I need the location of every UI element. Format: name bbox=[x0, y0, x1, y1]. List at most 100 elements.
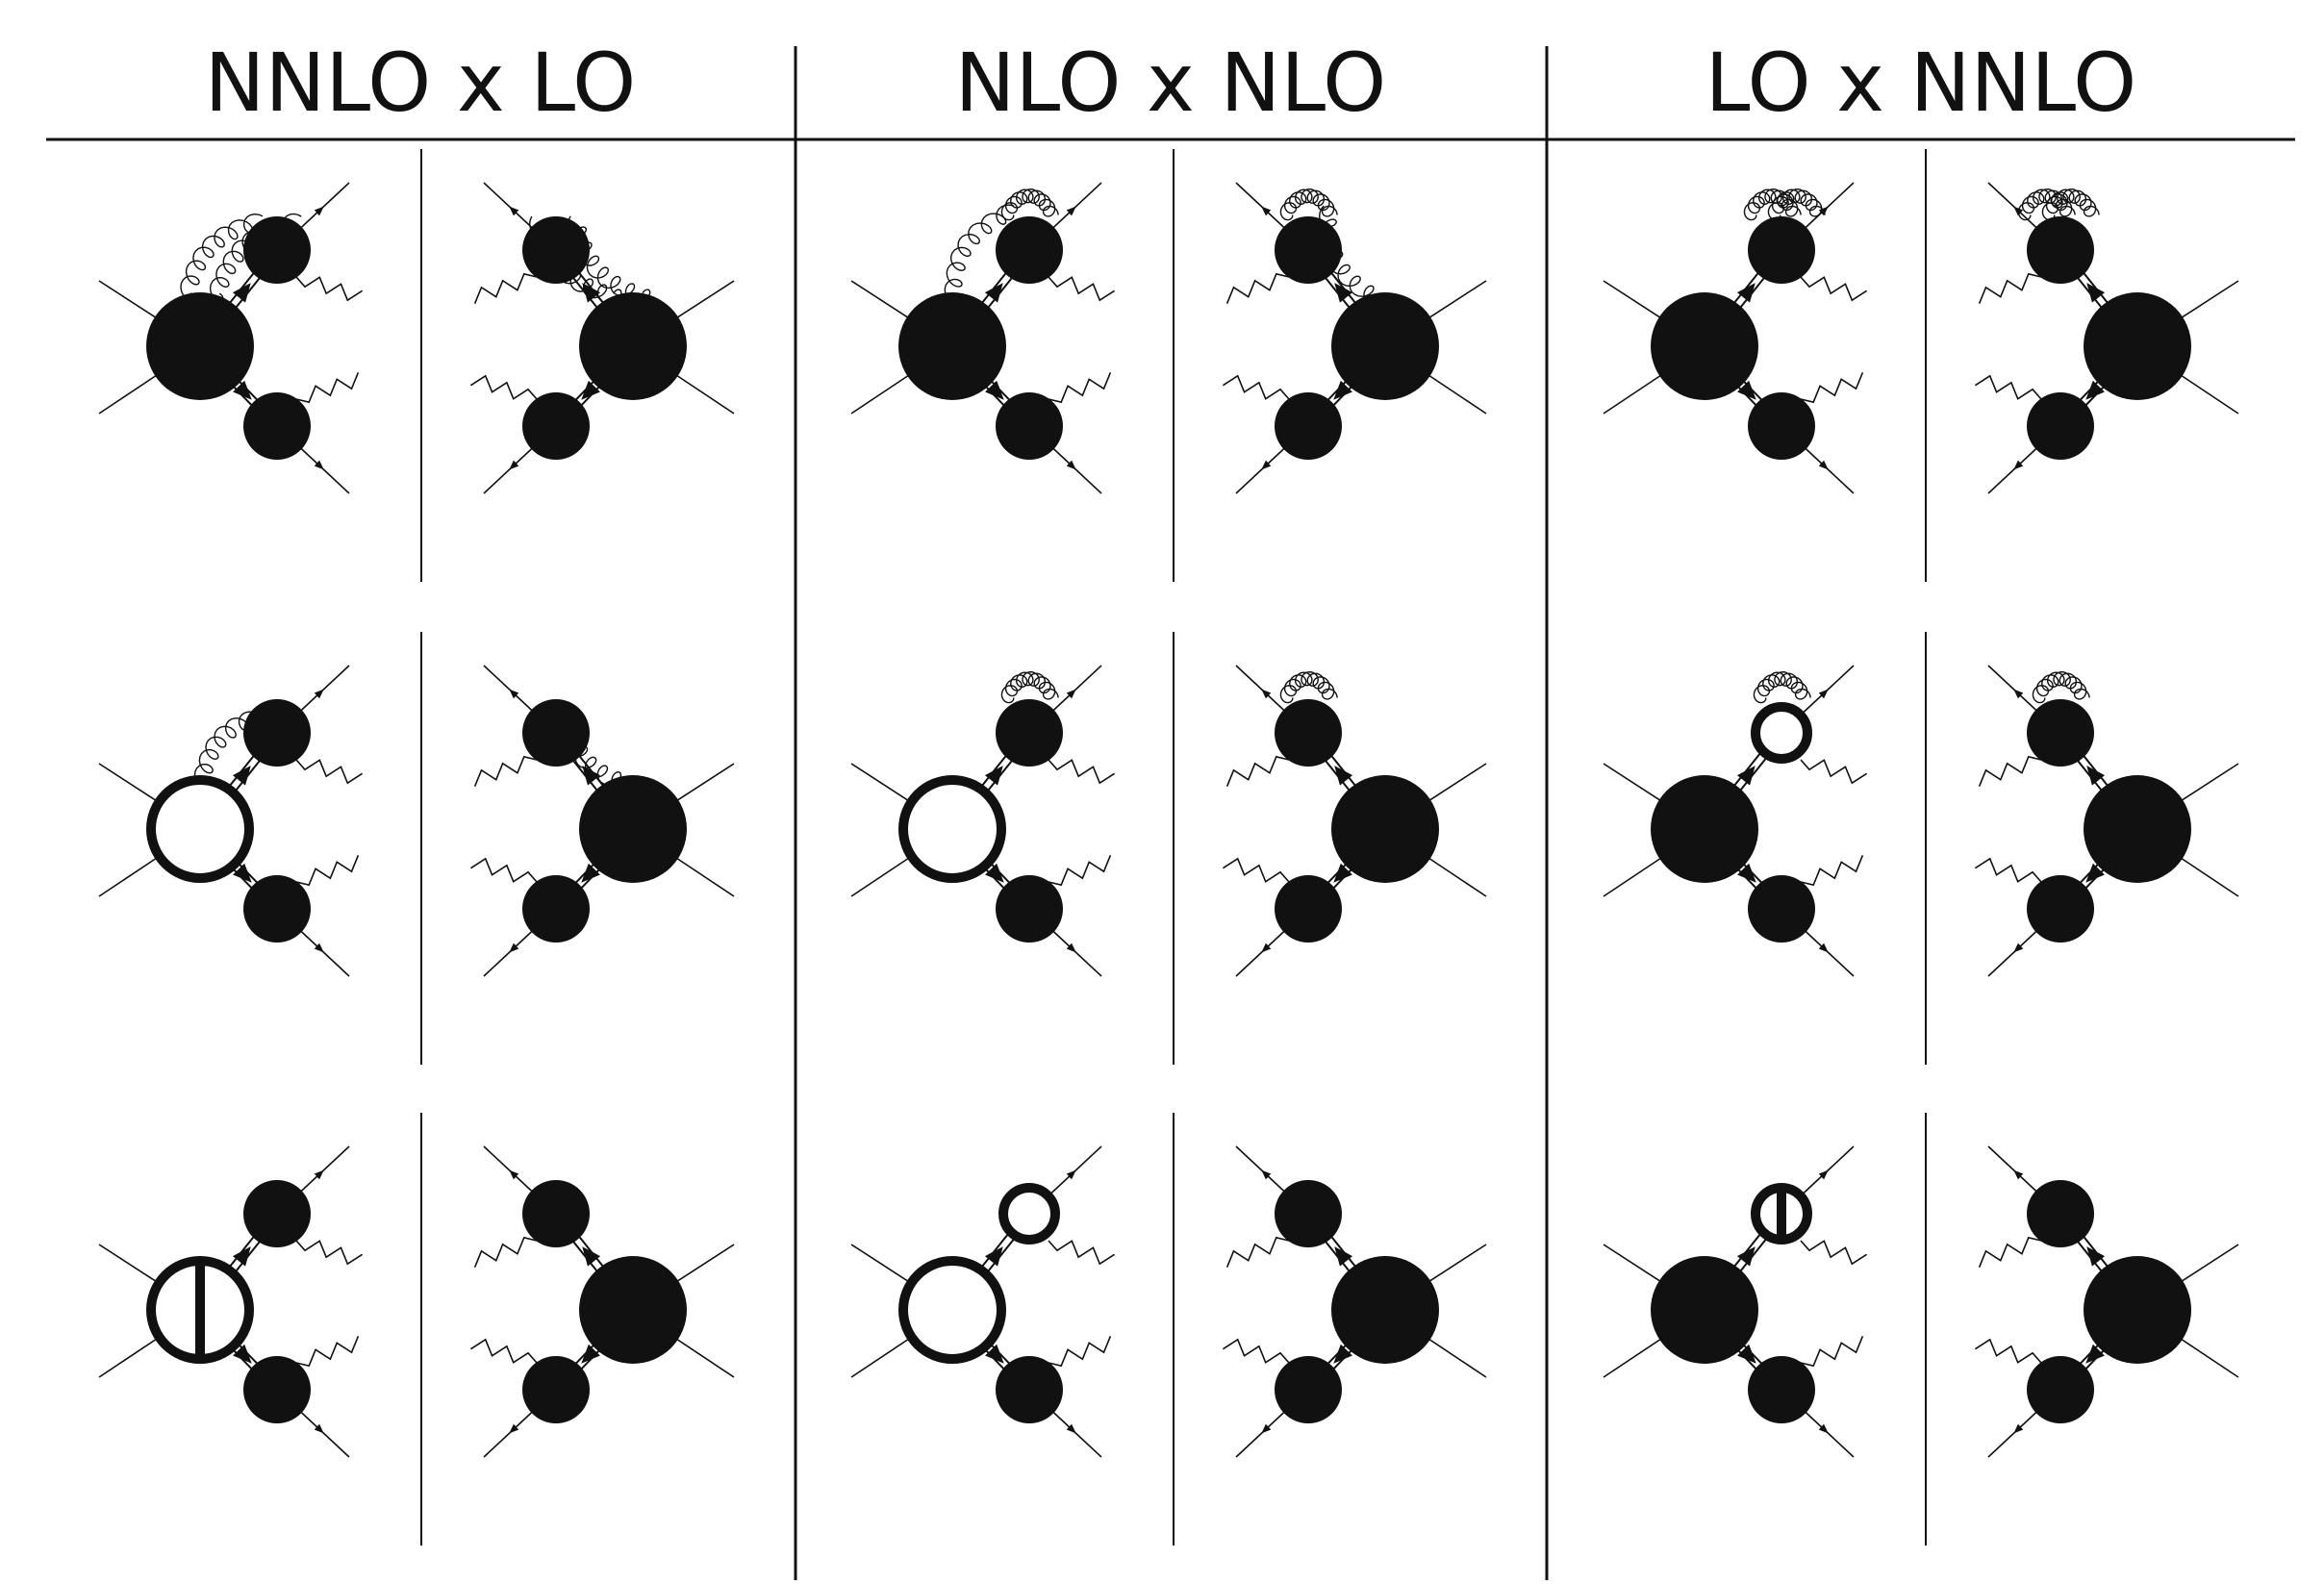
diagram-c1-r0-left-top-blob bbox=[996, 216, 1063, 284]
diagram-c2-r2-left-boson-bottom-arrow bbox=[1737, 1344, 1756, 1364]
diagram-c2-r1-right bbox=[1974, 665, 2239, 977]
diagram-grid bbox=[98, 149, 2239, 1546]
diagram-c1-r1-left-boson-bottom-arrow bbox=[985, 863, 1004, 883]
diagram-c1-r2-right-bottom-blob bbox=[1275, 1356, 1342, 1423]
diagram-c2-r1-left-gluon-loop bbox=[1753, 670, 1811, 704]
diagram-c2-r1-left-bottom-blob bbox=[1748, 875, 1815, 943]
diagram-c1-r0-left-gluon-loop bbox=[1000, 188, 1059, 221]
diagram-c2-r0-right-photon-top bbox=[1978, 272, 2042, 304]
diagram-c2-r1-right-main-blob bbox=[2084, 775, 2191, 883]
diagram-c0-r2-right-photon-bottom bbox=[469, 1338, 538, 1364]
diagram-c1-r2-right-boson-top-arrow bbox=[1334, 1246, 1353, 1267]
diagram-c0-r1-left-photon-bottom bbox=[295, 855, 360, 887]
diagram-c2-r0-left-bottom-blob bbox=[1748, 392, 1815, 460]
diagram-c1-r0-left-boson-top-arrow bbox=[984, 283, 1003, 303]
diagram-c2-r1-left-main-blob bbox=[1651, 775, 1758, 883]
diagram-c2-r1-left-top-blob bbox=[1751, 702, 1812, 764]
diagram-c0-r1-left-gluon-1 bbox=[193, 705, 273, 790]
diagram-c0-r1-right-boson-top-arrow bbox=[582, 766, 601, 786]
diagram-c0-r0-left-gluon-1 bbox=[180, 213, 264, 302]
diagram-c1-r1-right-top-blob bbox=[1275, 699, 1342, 767]
diagram-c0-r0-left-bottom-blob bbox=[243, 392, 311, 460]
diagram-c2-r1-left-boson-bottom-arrow bbox=[1737, 863, 1756, 883]
diagram-c2-r0-right-bottom-blob bbox=[2027, 392, 2094, 460]
diagram-c2-r1-right-boson-top-arrow bbox=[2086, 766, 2106, 786]
diagram-c0-r1-left-boson-bottom-arrow bbox=[233, 863, 252, 883]
diagram-c0-r0-right-bottom-blob bbox=[522, 392, 590, 460]
diagram-c2-r2-left-bottom-blob bbox=[1748, 1356, 1815, 1423]
diagram-c1-r2-left-main-blob bbox=[898, 1256, 1006, 1364]
diagram-c0-r2-right-top-blob bbox=[522, 1180, 590, 1247]
diagram-c0-r1-left bbox=[98, 665, 364, 977]
diagram-c1-r2-left-boson-bottom-arrow bbox=[985, 1344, 1004, 1364]
diagram-c0-r2-right-bottom-blob bbox=[522, 1356, 590, 1423]
diagram-c0-r0-right bbox=[469, 182, 735, 494]
column-header-nlo-x-nlo: NLO x NLO bbox=[955, 36, 1387, 130]
diagram-c1-r0-left bbox=[850, 182, 1116, 494]
diagram-c0-r0-left bbox=[98, 182, 364, 494]
diagram-c1-r0-right-boson-top-arrow bbox=[1334, 283, 1353, 303]
diagram-c2-r0-left-boson-bottom-arrow bbox=[1737, 380, 1756, 400]
diagram-c2-r2-left-boson-top-arrow bbox=[1736, 1246, 1756, 1267]
diagram-c1-r1-right-photon-bottom bbox=[1222, 857, 1290, 883]
diagram-c0-r1-right-boson-bottom-arrow bbox=[581, 863, 600, 883]
diagram-c0-r0-right-boson-bottom-arrow bbox=[581, 380, 600, 400]
diagram-c2-r2-right-boson-top-arrow bbox=[2086, 1246, 2106, 1267]
diagram-c2-r2-left bbox=[1603, 1145, 1868, 1458]
diagram-c0-r0-right-photon-top bbox=[473, 272, 538, 304]
diagram-c0-r0-right-boson-top-arrow bbox=[582, 283, 601, 303]
diagram-c2-r0-right-gluon-loop-2 bbox=[2017, 188, 2076, 221]
diagram-c0-r2-left-boson-bottom-arrow bbox=[233, 1344, 252, 1364]
diagram-c0-r0-left-top-blob bbox=[243, 216, 311, 284]
diagram-c2-r1-left-photon-bottom bbox=[1800, 855, 1864, 887]
diagram-c2-r1-left-boson-top-arrow bbox=[1736, 766, 1756, 786]
diagram-c1-r2-right bbox=[1222, 1145, 1487, 1458]
diagram-c1-r2-left-photon-bottom bbox=[1048, 1336, 1112, 1368]
diagram-c1-r0-left-main-blob bbox=[898, 292, 1006, 400]
diagram-c1-r2-left-boson-top-arrow bbox=[984, 1246, 1003, 1267]
diagram-c0-r2-right-photon-top bbox=[473, 1236, 538, 1268]
diagram-c0-r2-left-photon-bottom bbox=[295, 1336, 360, 1368]
diagram-c0-r1-right-photon-top bbox=[473, 755, 538, 787]
diagram-c1-r0-right-photon-bottom bbox=[1222, 374, 1290, 400]
diagram-c2-r2-left-photon-bottom bbox=[1800, 1336, 1864, 1368]
diagram-c1-r0-right-boson-bottom-arrow bbox=[1333, 380, 1352, 400]
diagram-c0-r1-left-boson-top-arrow bbox=[232, 766, 251, 786]
diagram-c2-r2-right-main-blob bbox=[2084, 1256, 2191, 1364]
diagram-c2-r0-right-boson-top-arrow bbox=[2086, 283, 2106, 303]
diagram-c0-r0-left-boson-top-arrow bbox=[232, 283, 251, 303]
diagram-c1-r1-left bbox=[850, 665, 1116, 977]
diagram-c0-r1-left-top-blob bbox=[243, 699, 311, 767]
diagram-c1-r0-right bbox=[1222, 182, 1487, 494]
diagram-c0-r0-left-boson-bottom-arrow bbox=[233, 380, 252, 400]
diagram-c0-r1-left-main-blob bbox=[146, 775, 254, 883]
diagram-c1-r2-right-top-blob bbox=[1275, 1180, 1342, 1247]
diagram-c1-r1-left-top-blob bbox=[996, 699, 1063, 767]
diagram-c1-r1-right bbox=[1222, 665, 1487, 977]
diagram-c0-r0-left-photon-top bbox=[295, 276, 364, 302]
diagram-c1-r0-right-top-blob bbox=[1275, 216, 1342, 284]
diagram-c2-r0-left-boson-top-arrow bbox=[1736, 283, 1756, 303]
diagram-c0-r1-right-main-blob bbox=[579, 775, 687, 883]
diagram-c0-r2-right-boson-bottom-arrow bbox=[581, 1344, 600, 1364]
diagram-c2-r2-right-bottom-blob bbox=[2027, 1356, 2094, 1423]
diagram-c1-r0-right-photon-top bbox=[1225, 272, 1290, 304]
diagram-c1-r0-right-gluon-loop bbox=[1279, 188, 1338, 221]
diagram-c2-r2-right-photon-bottom bbox=[1974, 1338, 2042, 1364]
diagram-c1-r1-left-gluon-loop bbox=[1000, 670, 1059, 704]
diagram-c0-r1-right-photon-bottom bbox=[469, 857, 538, 883]
diagram-c2-r0-left-top-blob bbox=[1748, 216, 1815, 284]
diagram-c2-r0-right-main-blob bbox=[2084, 292, 2191, 400]
diagram-c2-r0-left-main-blob bbox=[1651, 292, 1758, 400]
diagram-c1-r2-right-photon-top bbox=[1225, 1236, 1290, 1268]
diagram-c1-r1-right-boson-top-arrow bbox=[1334, 766, 1353, 786]
diagram-c1-r1-right-bottom-blob bbox=[1275, 875, 1342, 943]
diagram-c2-r1-left-photon-top bbox=[1800, 759, 1868, 785]
diagram-c1-r2-right-boson-bottom-arrow bbox=[1333, 1344, 1352, 1364]
diagram-c2-r0-right bbox=[1974, 182, 2239, 494]
diagram-c1-r1-right-boson-bottom-arrow bbox=[1333, 863, 1352, 883]
diagram-c2-r0-right-top-blob bbox=[2027, 216, 2094, 284]
diagram-c2-r1-right-gluon-loop bbox=[2032, 670, 2090, 704]
diagram-c2-r2-right-top-blob bbox=[2027, 1180, 2094, 1247]
